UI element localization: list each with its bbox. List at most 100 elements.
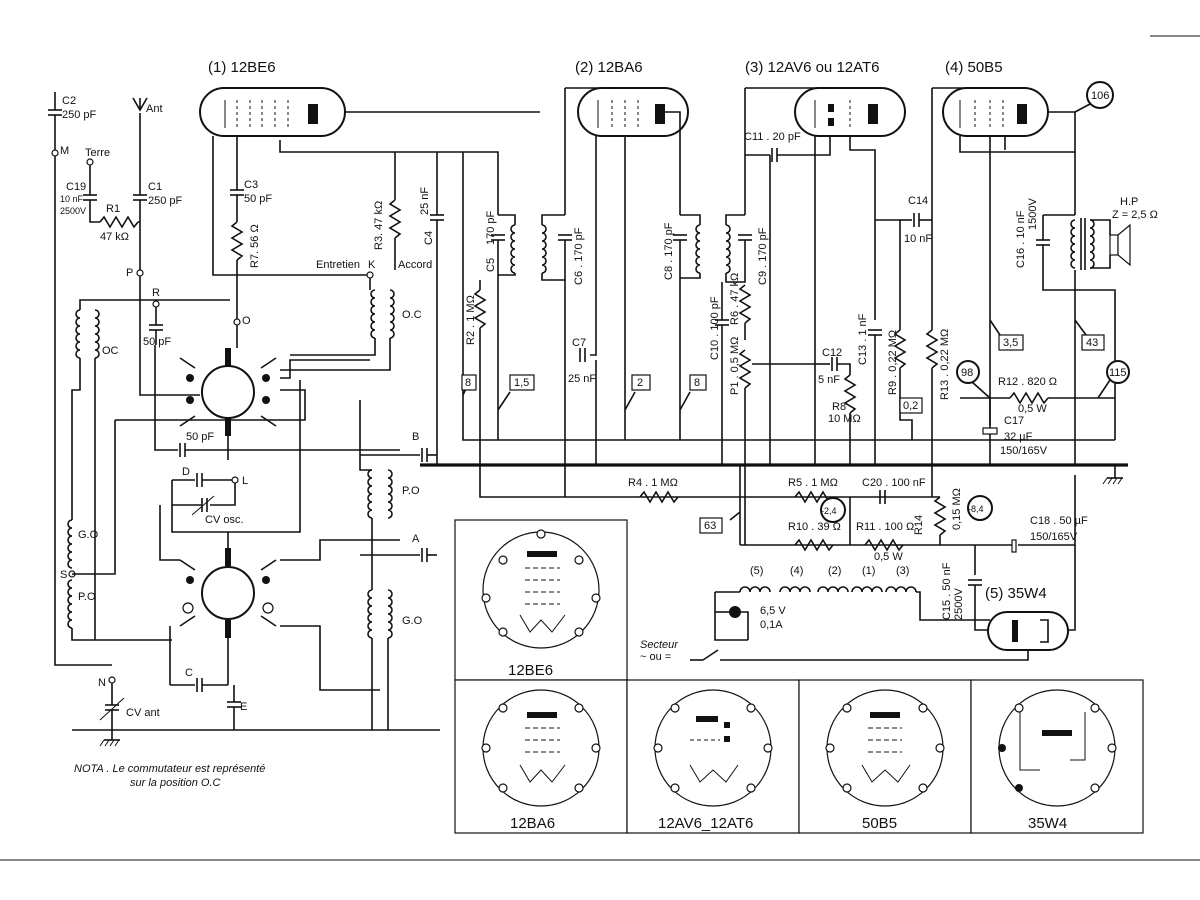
s-label: S (60, 569, 67, 581)
c9-label: C9 . 170 pF (757, 227, 769, 285)
c6-label: C6 . 170 pF (573, 227, 585, 285)
o-label: O (242, 315, 251, 327)
r7-label: R7. 56 Ω (249, 224, 261, 268)
tube1-label: (1) 12BE6 (208, 59, 276, 76)
r3-label: R3. 47 kΩ (373, 201, 385, 250)
fil3-label: (3) (896, 565, 909, 577)
r14-value: 0,15 MΩ (951, 488, 963, 530)
r13-label: R13 . 0,22 MΩ (939, 329, 951, 400)
r14-label: R14 (913, 515, 925, 535)
tube4-50b5 (942, 87, 1049, 137)
oc-coil-label: O.C (402, 309, 422, 321)
hp-z-label: Z = 2,5 Ω (1112, 209, 1158, 221)
tube4-label: (4) 50B5 (945, 59, 1003, 76)
switch-wafer-lower[interactable] (179, 548, 277, 638)
c15-volt: 2500V (953, 588, 965, 620)
oc-left-label: OC (102, 345, 119, 357)
m84-label: -8,4 (968, 504, 984, 514)
c5-value: 170 pF (485, 210, 497, 245)
tube2-label: (2) 12BA6 (575, 59, 643, 76)
note-line-1: NOTA . Le commutateur est représenté (74, 763, 265, 775)
r9-label: R9 . 0,22 MΩ (887, 330, 899, 395)
pinout-12ba6-label: 12BA6 (510, 815, 555, 832)
tube1-12be6 (199, 87, 346, 137)
box-2: 2 (637, 377, 643, 389)
pinout-50b5-label: 50B5 (862, 815, 897, 832)
c13-label: C13 . 1 nF (857, 313, 869, 365)
c4-label: C4 (423, 231, 435, 245)
c15-label: C15 . 50 nF (941, 562, 953, 620)
hp-label: H.P (1120, 196, 1138, 208)
c1-label: C1 (148, 181, 162, 193)
r1-value: 47 kΩ (100, 231, 129, 243)
c14-label: C14 (908, 195, 928, 207)
c2-label: C2 (62, 95, 76, 107)
pinout-12be6 (481, 529, 601, 649)
b-label: B (412, 431, 419, 443)
c18-label: C18 . 50 µF (1030, 515, 1088, 527)
fil2-label: (2) (828, 565, 841, 577)
box-8a: 8 (465, 377, 471, 389)
accord-label: Accord (398, 259, 432, 271)
tube3-12av6 (794, 87, 906, 137)
lamp-label: 6,5 V (760, 605, 786, 617)
p-label: P (126, 267, 133, 279)
pinout-50b5 (825, 689, 945, 807)
c3-label: C3 (244, 179, 258, 191)
tube5-35w4 (987, 611, 1069, 651)
m-label: M (60, 145, 69, 157)
cv-ant-label: CV ant (126, 707, 160, 719)
r6-label: R6 . 47 kΩ (729, 273, 741, 325)
c17-value: 32 µF (1004, 431, 1033, 443)
n-label: N (98, 677, 106, 689)
pinout-12ba6 (481, 689, 601, 807)
c12-label: C12 (822, 347, 842, 359)
c19-label: C19 (66, 181, 86, 193)
c7-label: C7 (572, 337, 586, 349)
tube3-label: (3) 12AV6 ou 12AT6 (745, 59, 880, 76)
box-63: 63 (704, 520, 716, 532)
c3-value: 50 pF (244, 193, 272, 205)
secteur-label: Secteur (640, 639, 679, 651)
c14-value: 10 nF (904, 233, 932, 245)
go-left-label: G.O (78, 529, 99, 541)
r10-label: R10 . 39 Ω (788, 521, 841, 533)
r8-value: 10 MΩ (828, 413, 861, 425)
go-label: G.O (402, 615, 423, 627)
r-label: R (152, 287, 160, 299)
d-label: D (182, 466, 190, 478)
r8-label: R8 (832, 401, 846, 413)
c11-label: C11 . 20 pF (744, 131, 801, 143)
r1-label: R1 (106, 203, 120, 215)
n115-label: 115 (1109, 367, 1127, 379)
r11-watt: 0,5 W (874, 551, 903, 563)
box-15: 1,5 (514, 377, 529, 389)
c12-value: 5 nF (818, 374, 840, 386)
k-label: K (368, 259, 376, 271)
m24-label: -2,4 (821, 506, 837, 516)
l-label: L (242, 475, 248, 487)
r11-label: R11 . 100 Ω (856, 521, 914, 533)
pinout-12be6-label: 12BE6 (508, 662, 553, 679)
switch-wafer-upper[interactable] (179, 348, 277, 436)
po-label: P.O (402, 485, 420, 497)
pinout-12av6-label: 12AV6_12AT6 (658, 815, 753, 832)
secteur-ac: ~ ou = (640, 651, 671, 663)
box-02: 0,2 (903, 400, 918, 412)
pinout-35w4 (998, 689, 1117, 807)
ant-label: Ant (146, 103, 163, 115)
c10-label: C10 . 100 pF (709, 296, 721, 360)
c19-value: 10 nF (60, 194, 84, 204)
a-label: A (412, 533, 420, 545)
c-50pf-label: 50 pF (186, 431, 214, 443)
terre-label: Terre (85, 147, 110, 159)
c16-volt: 1500V (1027, 198, 1039, 230)
c7-value: 25 nF (568, 373, 596, 385)
c2-value: 250 pF (62, 109, 97, 121)
lamp-amp: 0,1A (760, 619, 783, 631)
c-50pf-r: 50 pF (143, 336, 171, 348)
c8-label: C8 . 170 pF (663, 222, 675, 280)
c5-label: C5 (485, 258, 497, 272)
r2-label: R2 . 1 MΩ (465, 295, 477, 345)
